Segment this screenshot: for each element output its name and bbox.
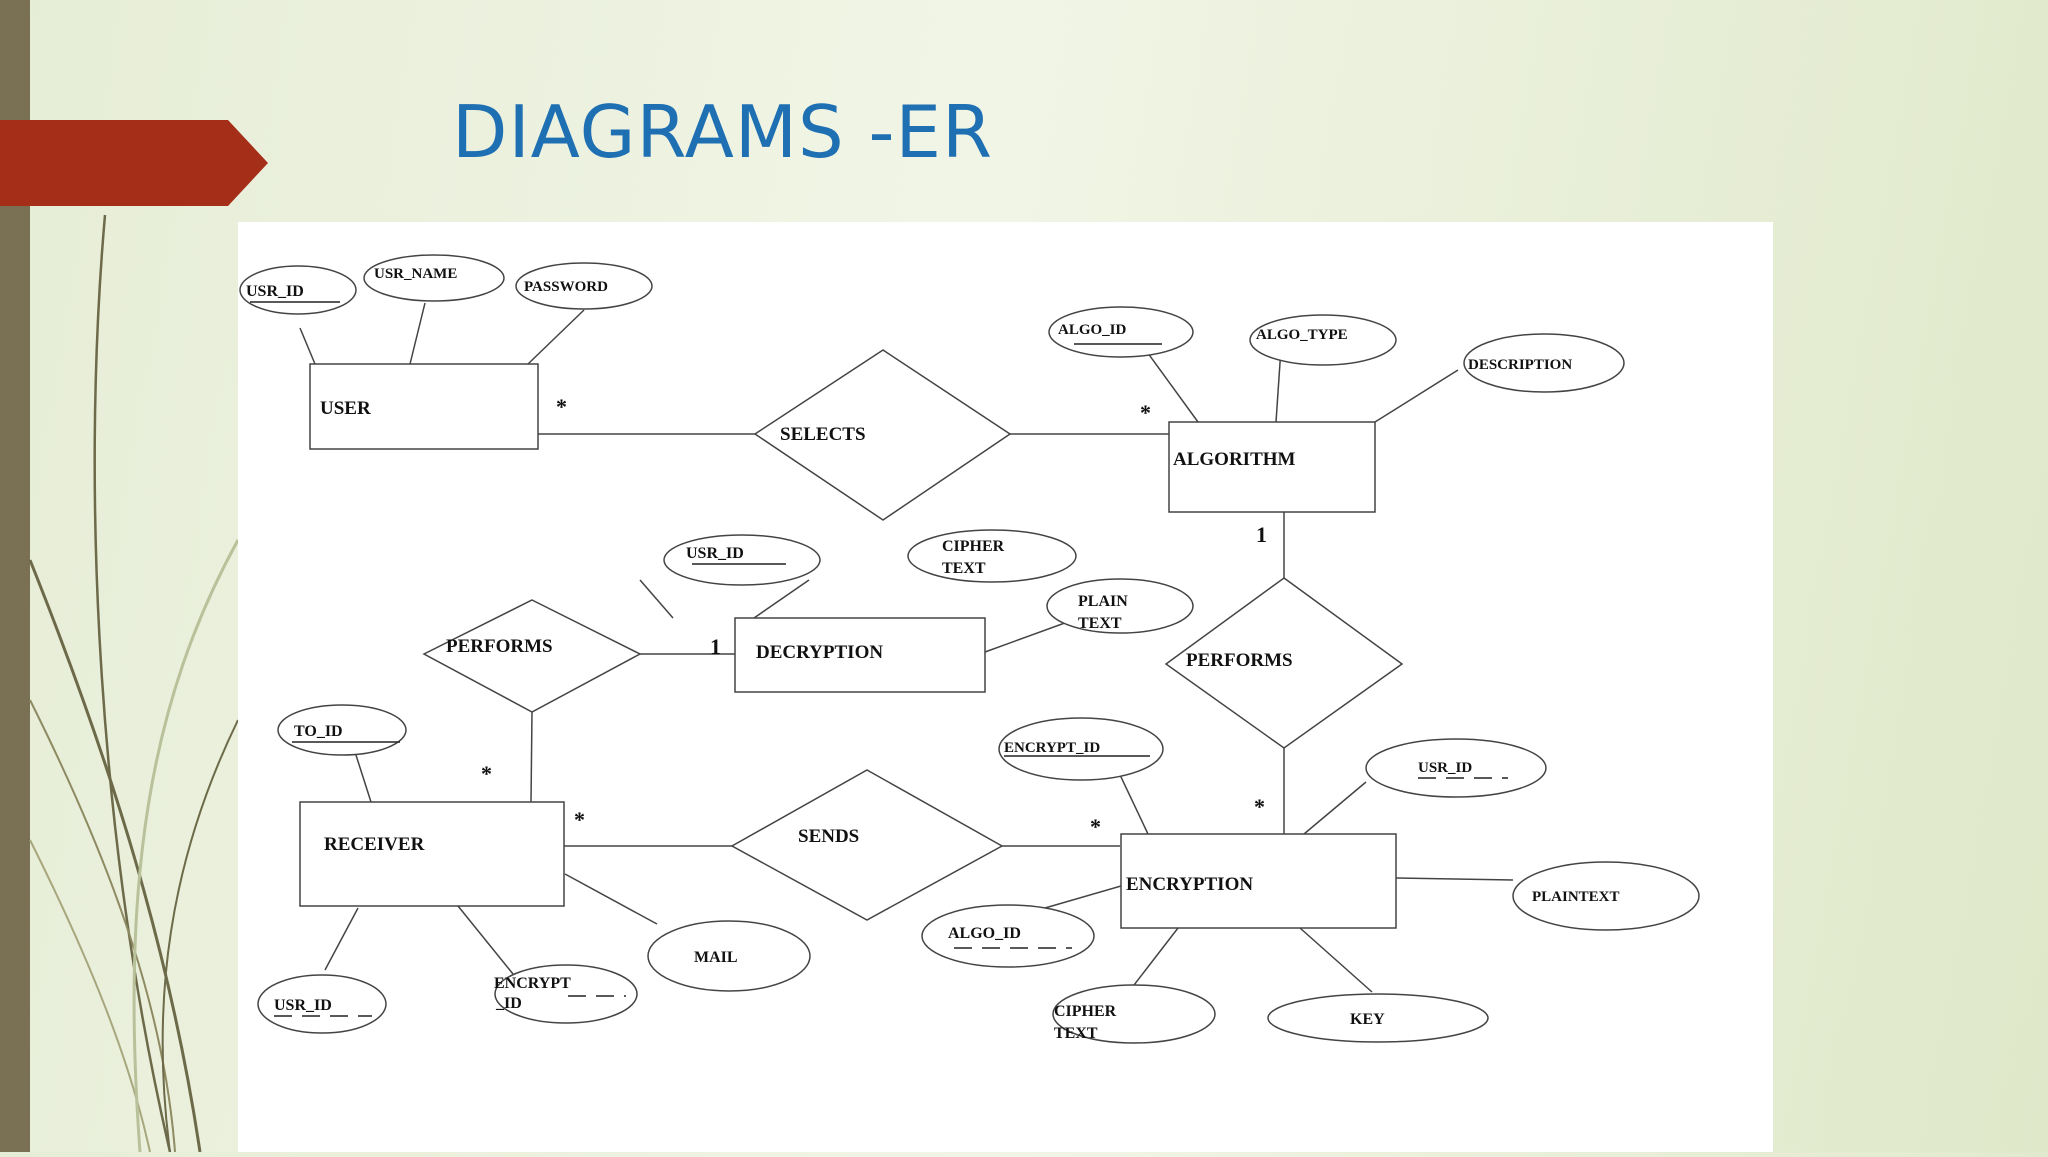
attr-ellipse: [647, 920, 811, 992]
attr-user-usr-name: USR_NAME: [374, 266, 457, 282]
title-arrow-shape: [0, 120, 268, 206]
attr-ellipse: [363, 254, 505, 302]
attr-encrypt-id: ENCRYPT_ID: [1004, 740, 1100, 756]
attr-ellipse: [1052, 984, 1216, 1044]
card-receiver-performs: *: [481, 761, 492, 786]
er-diagram: USER ALGORITHM DECRYPTION RECEIVER ENCRY…: [238, 222, 1773, 1152]
attr-mail: MAIL: [694, 949, 738, 966]
attr-to-id: TO_ID: [294, 723, 343, 740]
entity-receiver-box: [299, 801, 565, 907]
slide-title: DIAGRAMS -ER: [452, 90, 994, 174]
attr-user-password: PASSWORD: [524, 279, 608, 295]
card-performs-decryption: 1: [710, 634, 721, 659]
rel-selects-label: SELECTS: [780, 424, 866, 445]
entity-encryption-box: [1120, 833, 1397, 929]
attr-ellipse: [515, 262, 653, 310]
attr-ellipse: [257, 974, 387, 1034]
card-algorithm-selects: *: [1140, 400, 1151, 425]
entity-algorithm-label: ALGORITHM: [1173, 449, 1296, 470]
attr-enc-usr-id: USR_ID: [1418, 760, 1472, 776]
rel-performs-right-diamond: [1164, 577, 1404, 749]
attr-dec-cipher-1: CIPHER: [942, 538, 1005, 555]
attr-dec-plain-2: TEXT: [1078, 615, 1122, 632]
entity-user-box: [309, 363, 539, 450]
rel-performs-left-diamond: [422, 599, 642, 713]
attr-algo-id: ALGO_ID: [1058, 322, 1127, 338]
card-encryption-performs: *: [1254, 794, 1265, 819]
attr-ellipse: [663, 534, 821, 586]
attr-rec-encrypt-1: ENCRYPT: [494, 975, 571, 992]
card-user-selects: *: [556, 394, 567, 419]
card-algorithm-performs: 1: [1256, 522, 1267, 547]
entity-receiver-label: RECEIVER: [324, 834, 425, 855]
attr-rec-encrypt-2: _ID: [495, 995, 522, 1012]
attr-plaintext: PLAINTEXT: [1532, 889, 1620, 905]
attr-ellipse: [1512, 861, 1700, 931]
attr-enc-cipher-2: TEXT: [1054, 1025, 1098, 1042]
attr-dec-cipher-2: TEXT: [942, 560, 986, 577]
attr-ellipse: [1463, 333, 1625, 393]
attr-dec-plain-1: PLAIN: [1078, 593, 1128, 610]
attr-ellipse: [907, 529, 1077, 583]
rel-performs-left-label: PERFORMS: [446, 636, 553, 657]
card-encryption-sends: *: [1090, 814, 1101, 839]
attr-ellipse: [998, 717, 1164, 781]
rel-sends-label: SENDS: [798, 826, 859, 847]
attr-ellipse: [1046, 578, 1194, 634]
attr-ellipse: [921, 904, 1095, 968]
attr-dec-usr-id: USR_ID: [686, 545, 744, 562]
attr-algo-type: ALGO_TYPE: [1256, 327, 1348, 343]
attr-ellipse: [1249, 314, 1397, 366]
attr-user-usr-id: USR_ID: [246, 283, 304, 300]
attr-ellipse: [494, 964, 638, 1024]
entity-user-label: USER: [320, 398, 371, 419]
attr-description: DESCRIPTION: [1468, 357, 1572, 373]
entity-decryption-box: [734, 617, 986, 693]
entity-algorithm-box: [1168, 421, 1376, 513]
attr-enc-algo-id: ALGO_ID: [948, 925, 1021, 942]
entity-decryption-label: DECRYPTION: [756, 642, 883, 663]
attr-enc-cipher-1: CIPHER: [1054, 1003, 1117, 1020]
decorative-lines: [28, 214, 240, 1152]
rel-performs-right-label: PERFORMS: [1186, 650, 1293, 671]
attr-rec-usr-id: USR_ID: [274, 997, 332, 1014]
attr-ellipse: [1267, 993, 1489, 1043]
rel-sends-diamond: [730, 769, 1004, 921]
attr-key: KEY: [1350, 1011, 1385, 1028]
entity-encryption-label: ENCRYPTION: [1126, 874, 1253, 895]
attr-ellipse: [1365, 738, 1547, 798]
rel-selects-diamond: [753, 349, 1012, 521]
card-receiver-sends: *: [574, 807, 585, 832]
